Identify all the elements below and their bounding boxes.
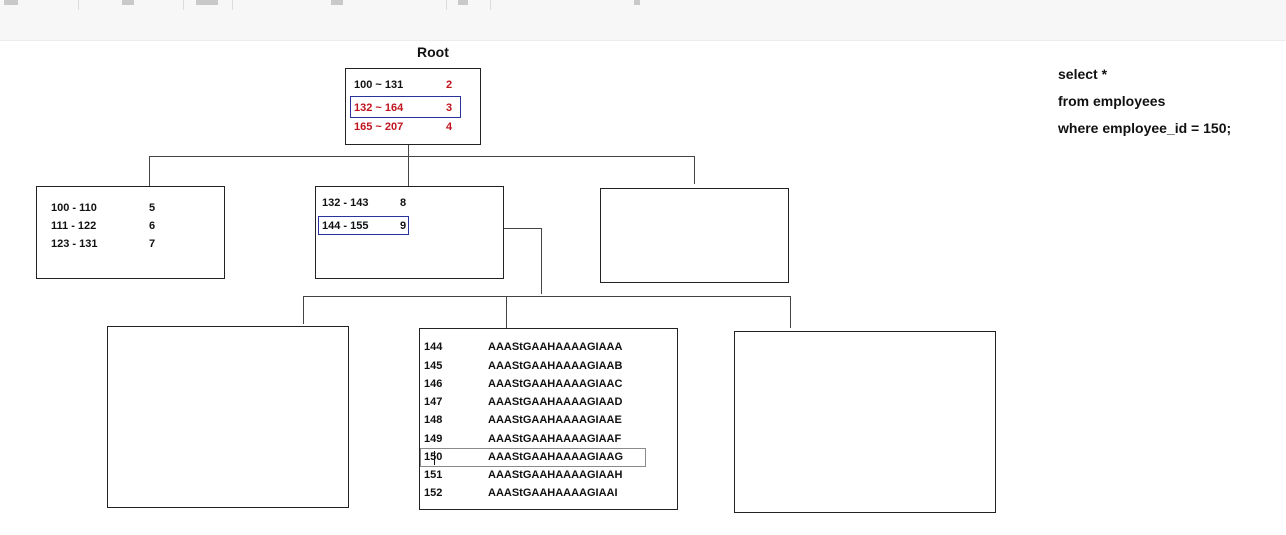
- branch-entry-pointer: 5: [149, 202, 156, 214]
- connector-line: [303, 296, 304, 324]
- toolbar-stub: [458, 0, 468, 5]
- leaf-node-middle: [419, 328, 678, 510]
- branch-highlight-box: [318, 216, 409, 235]
- branch-entry-pointer: 8: [400, 197, 407, 209]
- connector-line: [506, 296, 507, 328]
- leaf-row-rowid: AAAStGAAHAAAAGIAAI: [488, 487, 618, 499]
- leaf-row-id: 144: [424, 341, 443, 353]
- toolbar-stub: [634, 0, 640, 5]
- connector-line: [303, 296, 791, 297]
- root-entry-pointer: 4: [446, 121, 453, 133]
- sql-line-from: from employees: [1058, 93, 1166, 109]
- branch-entry-range: 111 - 122: [51, 220, 97, 232]
- root-entry-range: 165 ~ 207: [354, 121, 404, 133]
- toolbar-separator: [232, 0, 233, 10]
- toolbar-strip: [0, 0, 1286, 41]
- leaf-row-rowid: AAAStGAAHAAAAGIAAE: [488, 414, 622, 426]
- leaf-row-rowid: AAAStGAAHAAAAGIAAD: [488, 396, 623, 408]
- branch-entry-pointer: 7: [149, 238, 156, 250]
- branch-entry-pointer: 9: [400, 220, 407, 232]
- toolbar-stub: [122, 0, 134, 5]
- connector-line: [790, 296, 791, 328]
- branch-entry-range: 144 - 155: [322, 220, 369, 232]
- root-title: Root: [417, 44, 449, 60]
- root-highlight-box: [350, 96, 461, 118]
- leaf-row-id: 148: [424, 414, 443, 426]
- connector-line: [541, 228, 542, 294]
- root-entry-range: 132 ~ 164: [354, 102, 404, 114]
- leaf-row-rowid: AAAStGAAHAAAAGIAAF: [488, 433, 622, 445]
- root-entry-pointer: 3: [446, 102, 453, 114]
- connector-line: [408, 156, 409, 186]
- leaf-row-id: 147: [424, 396, 443, 408]
- leaf-highlight-box: [420, 448, 646, 467]
- connector-line: [504, 228, 542, 229]
- branch-entry-pointer: 6: [149, 220, 156, 232]
- toolbar-separator: [446, 0, 447, 10]
- sql-query: select * from employees where employee_i…: [1058, 61, 1231, 142]
- sql-line-where: where employee_id = 150;: [1058, 120, 1232, 136]
- root-node: [345, 68, 481, 145]
- leaf-node-left: [107, 326, 349, 508]
- root-entry-pointer: 2: [446, 79, 453, 91]
- leaf-row-id: 145: [424, 360, 443, 372]
- leaf-node-right: [734, 331, 996, 513]
- leaf-row-rowid: AAAStGAAHAAAAGIAAC: [488, 378, 623, 390]
- leaf-row-id: 149: [424, 433, 443, 445]
- toolbar-stub: [331, 0, 343, 5]
- branch-node-middle: [315, 186, 504, 279]
- toolbar-stub: [4, 0, 18, 5]
- leaf-row-rowid: AAAStGAAHAAAAGIAAH: [488, 469, 623, 481]
- toolbar-separator: [490, 0, 491, 10]
- leaf-row-id: 150: [424, 450, 442, 464]
- connector-line: [149, 156, 695, 157]
- branch-entry-range: 100 - 110: [51, 202, 97, 214]
- sql-line-select: select *: [1058, 66, 1108, 82]
- leaf-row-id: 151: [424, 469, 443, 481]
- branch-node-left: [36, 186, 225, 279]
- leaf-row-rowid: AAAStGAAHAAAAGIAAA: [488, 341, 623, 353]
- leaf-row-rowid: AAAStGAAHAAAAGIAAG: [488, 451, 624, 463]
- toolbar-separator: [183, 0, 184, 10]
- toolbar-separator: [78, 0, 79, 10]
- leaf-row-rowid: AAAStGAAHAAAAGIAAB: [488, 360, 623, 372]
- root-entry-range: 100 ~ 131: [354, 79, 404, 91]
- connector-line: [408, 145, 409, 157]
- connector-line: [149, 156, 150, 186]
- leaf-row-id: 146: [424, 378, 443, 390]
- toolbar-stub: [196, 0, 218, 5]
- branch-node-right: [600, 188, 789, 283]
- branch-entry-range: 123 - 131: [51, 238, 98, 250]
- connector-line: [694, 156, 695, 184]
- branch-entry-range: 132 - 143: [322, 197, 369, 209]
- text-cursor-icon: [434, 451, 435, 465]
- leaf-row-id: 152: [424, 487, 443, 499]
